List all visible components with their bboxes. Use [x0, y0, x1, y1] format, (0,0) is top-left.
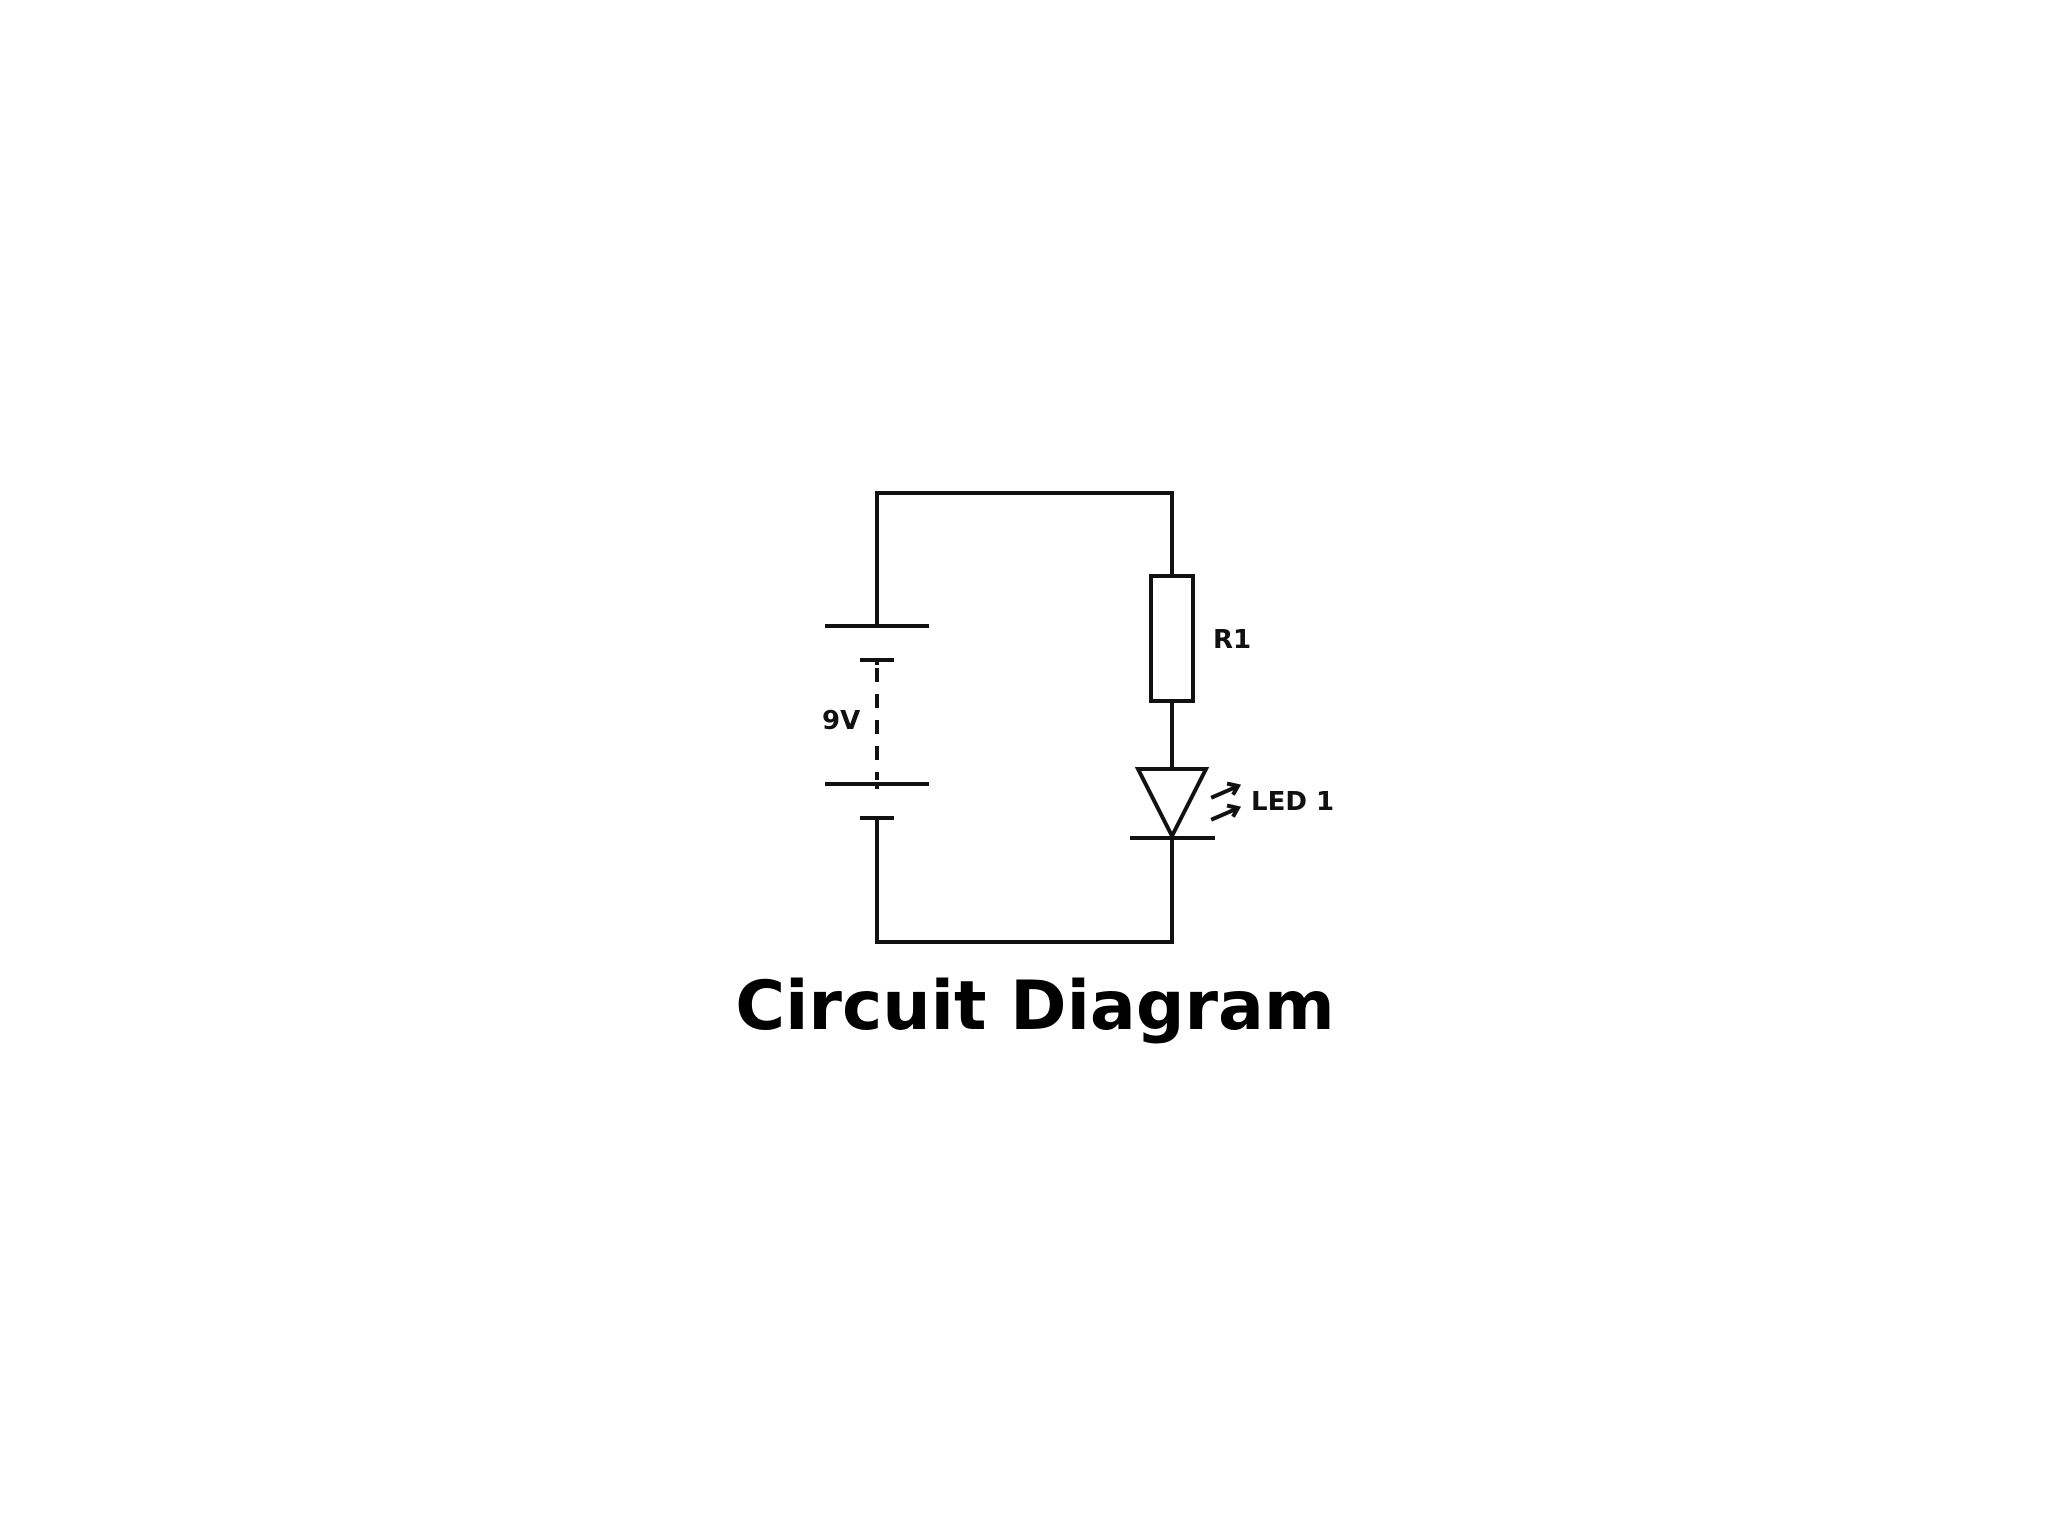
- led-label: LED 1: [1251, 787, 1334, 817]
- battery-label: 9V: [822, 706, 860, 736]
- led-symbol: LED 1: [1130, 767, 1334, 841]
- wire-top: [875, 491, 1174, 628]
- led-arrow-line-1: [1210, 784, 1239, 800]
- diagram-title: Circuit Diagram: [735, 967, 1335, 1046]
- resistor-label: R1: [1213, 625, 1251, 655]
- led-arrow-line-2: [1210, 806, 1239, 822]
- led-light-arrows: [1210, 781, 1242, 822]
- battery-symbol: 9V: [822, 624, 929, 820]
- resistor-body: [1149, 574, 1195, 703]
- wire-bottom: [875, 816, 1174, 944]
- resistor-symbol: R1: [1149, 574, 1251, 703]
- led-arrow-head-1: [1226, 781, 1242, 796]
- circuit-wires: [875, 491, 1174, 944]
- led-arrow-head-2: [1226, 803, 1242, 818]
- led-triangle: [1134, 767, 1210, 841]
